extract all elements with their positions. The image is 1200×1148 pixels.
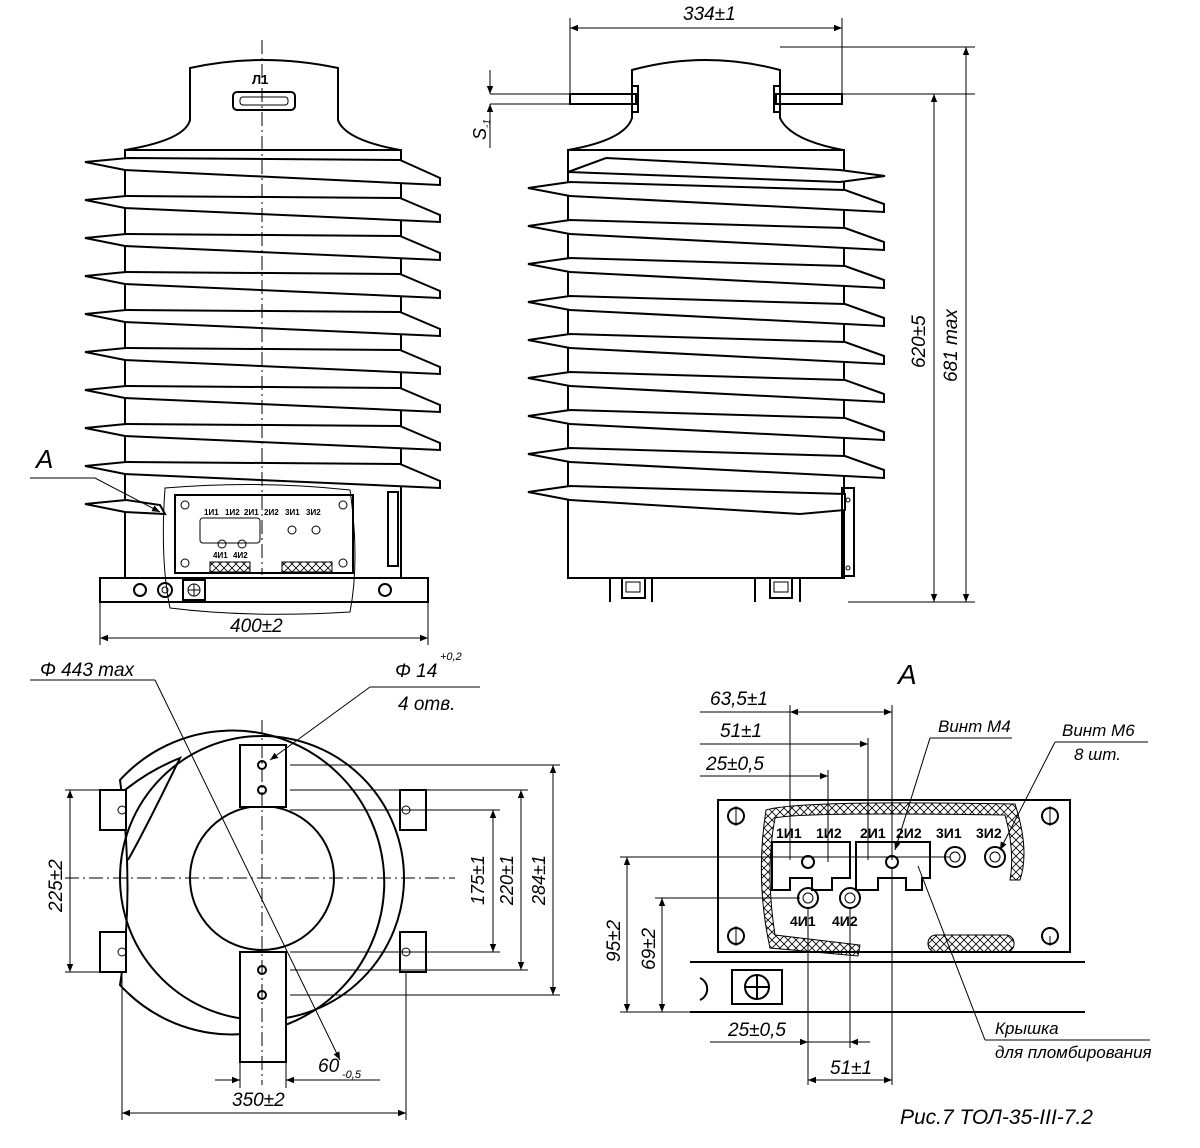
plan-dim-284: 284±1: [529, 855, 549, 906]
front-term-3: 2И1: [244, 508, 259, 517]
detail-title: A: [896, 659, 917, 690]
plan-view: Φ 443 max Φ 14 +0,2 4 отв. 225±2 175±1 2…: [30, 651, 560, 1120]
side-s-dim: S: [470, 128, 490, 140]
detail-screw-m6: Винт М6: [1062, 721, 1135, 740]
plan-dim-220: 220±1: [497, 855, 517, 906]
side-head: [567, 59, 844, 151]
detail-dim-95: 95±2: [604, 919, 625, 962]
detail-dim-25: 25±0,5: [705, 754, 764, 775]
front-terminal-box: [174, 494, 354, 574]
detail-a-outline: [162, 483, 356, 615]
plan-hole-tol: +0,2: [440, 651, 462, 663]
front-term-7: 4И1: [213, 551, 228, 560]
plan-dim-60-tol: -0,5: [342, 1069, 362, 1081]
front-top-mark: Л1: [252, 72, 268, 87]
front-term-5: 3И1: [285, 508, 300, 517]
detail-dim-69: 69±2: [639, 927, 660, 970]
side-s-sub: -1: [482, 119, 493, 128]
detail-term-8: 4И2: [832, 913, 858, 929]
front-section-label: A: [34, 444, 53, 474]
side-top-dim: 334±1: [683, 4, 736, 25]
front-term-1: 1И1: [204, 508, 219, 517]
front-base: [99, 577, 429, 603]
side-height-dim: 620±5: [909, 315, 930, 368]
front-view: 1И1 1И2 2И1 2И2 3И1 3И2 4И1 4И2 Л1 A 400…: [30, 40, 441, 645]
plan-diameter: Φ 443 max: [40, 660, 136, 681]
detail-screw-m4: Винт М4: [938, 717, 1011, 736]
detail-cover-purpose: для пломбирования: [995, 1043, 1152, 1062]
side-right-lug: [775, 93, 843, 105]
side-total-height-dim: 681 max: [941, 308, 962, 382]
detail-a-view: A 1И1 1И2 2И1 2И2 3И1 3И2 4И1 4И2: [604, 659, 1152, 1085]
plan-dim-175: 175±1: [468, 855, 488, 905]
front-term-4: 2И2: [264, 508, 279, 517]
side-sheds: [527, 156, 886, 516]
detail-term-6: 3И2: [976, 825, 1002, 841]
detail-term-3: 2И1: [860, 825, 886, 841]
plan-dim-350: 350±2: [232, 1090, 285, 1111]
plan-hole-count: 4 отв.: [398, 694, 455, 715]
side-left-lug: [569, 93, 637, 105]
detail-term-1: 1И1: [776, 825, 802, 841]
plan-dim-60: 60: [318, 1056, 340, 1077]
front-slot: [232, 91, 296, 111]
front-term-6: 3И2: [306, 508, 321, 517]
detail-term-4: 2И2: [896, 825, 922, 841]
detail-dim-63: 63,5±1: [710, 689, 768, 710]
detail-dim-51-bottom: 51±1: [830, 1058, 872, 1079]
detail-term-7: 4И1: [790, 913, 816, 929]
figure-caption: Рис.7 ТОЛ-35-III-7.2: [900, 1106, 1093, 1129]
plan-hole-dim: Φ 14: [395, 661, 437, 682]
detail-dim-51: 51±1: [720, 721, 762, 742]
detail-cover: [760, 802, 1025, 957]
detail-cover-label: Крышка: [995, 1019, 1059, 1038]
plan-dim-225: 225±2: [46, 859, 67, 913]
front-width-dim: 400±2: [230, 616, 283, 637]
detail-term-2: 1И2: [816, 825, 842, 841]
detail-screw-m6-count: 8 шт.: [1074, 745, 1121, 764]
front-term-2: 1И2: [225, 508, 240, 517]
front-term-8: 4И2: [233, 551, 248, 560]
side-view: 334±1 S -1 620±5 681 max: [470, 4, 975, 603]
detail-dim-25-bottom: 25±0,5: [727, 1020, 786, 1041]
detail-term-5: 3И1: [936, 825, 962, 841]
